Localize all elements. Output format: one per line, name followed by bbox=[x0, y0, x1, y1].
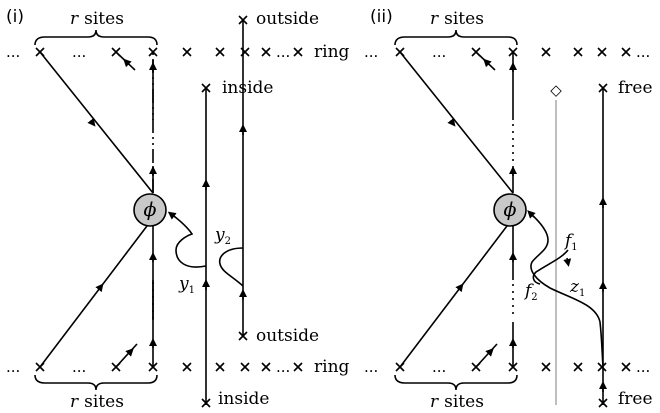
ring-label-bottom: ring bbox=[314, 357, 350, 377]
label-y1: y1 bbox=[178, 274, 195, 296]
label-z1: z1 bbox=[569, 277, 585, 299]
label-f2: f2 bbox=[523, 281, 538, 303]
panel-tag: (ii) bbox=[370, 7, 393, 27]
phi-label: ϕ bbox=[504, 199, 517, 221]
arrow-f1 bbox=[563, 257, 572, 267]
phi-vertex bbox=[133, 193, 167, 227]
label-y2: y2 bbox=[214, 225, 231, 247]
line-bottom-left bbox=[399, 221, 511, 368]
dots-right-top: ... bbox=[276, 43, 290, 61]
arrow-bottom-mid bbox=[125, 348, 134, 357]
label-outside-bottom: outside bbox=[256, 326, 319, 346]
bottom-brace bbox=[34, 374, 158, 391]
dots-right-top: ... bbox=[636, 43, 650, 61]
curve-f2 bbox=[529, 212, 604, 366]
arrow-top-left bbox=[87, 117, 96, 127]
dots-mid-top: ... bbox=[432, 43, 446, 61]
endpoint-crosses bbox=[201, 15, 248, 408]
curve-y2 bbox=[218, 247, 244, 287]
bottom-brace bbox=[394, 374, 518, 391]
arrow-bottom-left bbox=[455, 283, 464, 293]
line-top-mid bbox=[475, 51, 496, 71]
dots-right-bottom: ... bbox=[276, 358, 290, 376]
arrow-top-mid bbox=[483, 58, 492, 68]
label-f1: f1 bbox=[563, 231, 578, 253]
dots-mid-bottom: ... bbox=[72, 358, 86, 376]
line-top-left bbox=[399, 51, 514, 194]
line-top-left bbox=[39, 51, 154, 194]
arrow-top-mid bbox=[123, 58, 132, 68]
line-bottom-mid bbox=[475, 343, 498, 368]
dots-left-bottom: ... bbox=[6, 358, 20, 376]
label-outside-top: outside bbox=[256, 9, 319, 29]
line-bottom-left bbox=[39, 221, 151, 368]
top-brace bbox=[34, 29, 158, 46]
dots-mid-top: ... bbox=[72, 43, 86, 61]
dots-left-top: ... bbox=[6, 43, 20, 61]
line-top-mid bbox=[115, 51, 136, 71]
label-inside-top: inside bbox=[222, 78, 274, 98]
panel-tag: (i) bbox=[6, 7, 24, 27]
diamond-marker: ◇ bbox=[550, 81, 562, 99]
dots-left-bottom: ... bbox=[364, 358, 378, 376]
arrow-bottom-mid bbox=[485, 348, 494, 357]
label-free-top: free bbox=[618, 78, 653, 98]
phi-vertex bbox=[493, 193, 527, 227]
line-bottom-mid bbox=[115, 343, 138, 368]
phi-label: ϕ bbox=[144, 199, 157, 221]
label-free-bottom: free bbox=[618, 389, 653, 409]
label-inside-bottom: inside bbox=[218, 389, 270, 409]
ring-label-top: ring bbox=[314, 42, 350, 62]
arrow-f2-to-phi bbox=[527, 210, 536, 219]
dots-mid-bottom: ... bbox=[432, 358, 446, 376]
curve-f1 bbox=[532, 249, 569, 285]
curve-y1 bbox=[169, 212, 207, 268]
top-brace bbox=[394, 29, 518, 46]
dots-right-bottom: ... bbox=[636, 358, 650, 376]
arrow-top-left bbox=[447, 117, 456, 127]
arrow-bottom-left bbox=[95, 283, 104, 293]
dots-left-top: ... bbox=[364, 43, 378, 61]
arrow-to-phi bbox=[167, 211, 177, 220]
endpoint-crosses bbox=[598, 83, 608, 408]
